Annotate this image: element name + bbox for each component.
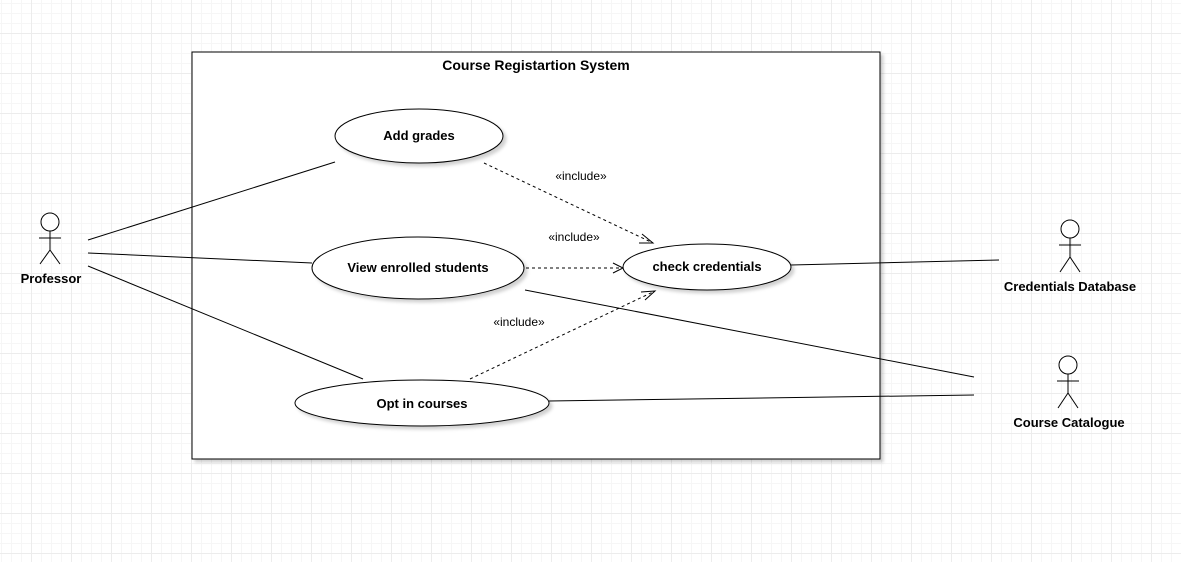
use-case-view-students-label: View enrolled students (347, 260, 488, 275)
actor-credentials-database[interactable]: Credentials Database (1004, 219, 1136, 294)
actor-course-catalogue-icon (1057, 355, 1079, 409)
actor-professor-label: Professor (21, 271, 82, 286)
actor-professor[interactable]: Professor (21, 212, 82, 286)
use-case-check-credentials[interactable]: check credentials (622, 243, 792, 291)
assoc-professor-view-students[interactable] (87, 252, 313, 264)
actor-course-catalogue[interactable]: Course Catalogue (1013, 355, 1125, 430)
actor-professor-icon (39, 212, 61, 265)
use-case-add-grades-label: Add grades (383, 128, 455, 143)
use-case-add-grades[interactable]: Add grades (334, 108, 504, 164)
use-case-check-credentials-label: check credentials (652, 259, 761, 274)
include-add-grades[interactable] (483, 162, 654, 244)
assoc-opt-in-catalogue[interactable] (548, 394, 975, 402)
include-arrowhead-1 (639, 233, 655, 244)
include-arrowhead-3 (640, 290, 657, 301)
system-title: Course Registartion System (442, 57, 630, 73)
assoc-professor-opt-in-courses[interactable] (87, 265, 364, 380)
use-case-view-enrolled-students[interactable]: View enrolled students (311, 236, 525, 300)
use-case-opt-in-courses[interactable]: Opt in courses (294, 379, 550, 427)
assoc-check-credentials-db[interactable] (790, 259, 1000, 266)
include-opt-in-courses[interactable] (469, 290, 656, 380)
include-label-1: «include» (555, 169, 607, 183)
actor-course-catalogue-label: Course Catalogue (1013, 415, 1124, 430)
actor-credentials-database-icon (1059, 219, 1081, 273)
use-case-opt-in-courses-label: Opt in courses (376, 396, 467, 411)
include-label-2: «include» (548, 230, 600, 244)
assoc-view-students-catalogue[interactable] (524, 289, 975, 378)
include-label-3: «include» (493, 315, 545, 329)
assoc-professor-add-grades[interactable] (87, 161, 336, 241)
actor-credentials-database-label: Credentials Database (1004, 279, 1136, 294)
